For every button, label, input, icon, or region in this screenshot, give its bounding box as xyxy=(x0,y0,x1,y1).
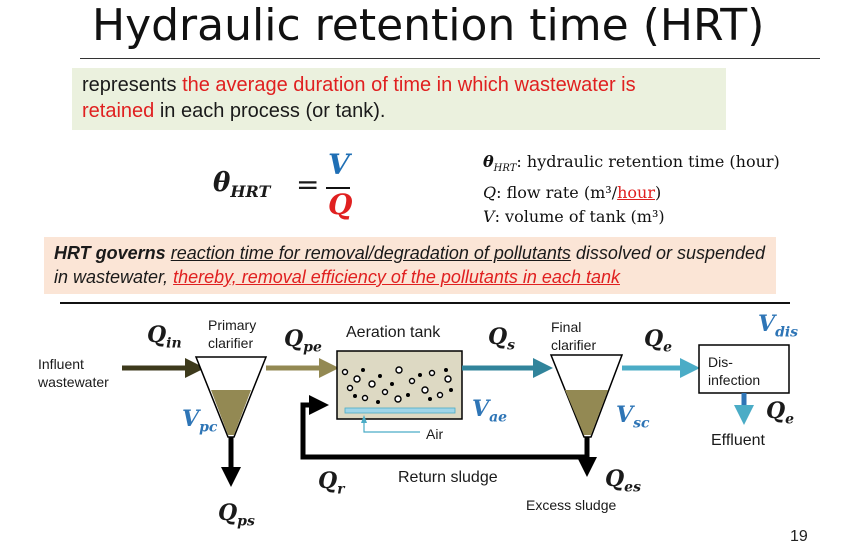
symbol-q-s: Qs xyxy=(488,324,515,353)
formula-numerator: V xyxy=(328,148,350,181)
legend-q-desc: : flow rate (m³/ xyxy=(496,183,618,203)
symbol-q-e: Qe xyxy=(644,326,672,355)
final-line2: clarifier xyxy=(551,337,597,353)
influent-label: Influent wastewater xyxy=(38,355,109,391)
air-supply-line xyxy=(361,415,420,433)
formula-denominator: Q xyxy=(328,188,353,221)
symbol-q-pe-letter: Q xyxy=(284,326,304,352)
title-underline xyxy=(80,58,820,59)
symbol-q-s-letter: Q xyxy=(488,324,508,350)
air-label: Air xyxy=(426,426,444,442)
governs-red-underlined: thereby, removal efficiency of the pollu… xyxy=(173,267,620,287)
symbol-q-es-letter: Q xyxy=(605,466,625,492)
symbol-q-s-sub: s xyxy=(507,337,516,354)
symbol-q-es: Qes xyxy=(605,466,641,495)
legend-q-close: ) xyxy=(654,183,662,203)
disinfection-label: Dis-infection xyxy=(708,353,760,389)
effluent-label: Effluent xyxy=(711,432,765,449)
formula-equals: = xyxy=(296,168,320,201)
symbol-q-in: Qin xyxy=(147,322,182,351)
page-number: 19 xyxy=(790,528,808,545)
governs-underlined: reaction time for removal/degradation of… xyxy=(170,243,571,263)
symbol-v-sc-letter: V xyxy=(616,402,634,428)
legend-q: Q: flow rate (m³/hour) xyxy=(483,181,780,205)
definition-highlight-1: the average duration of time in which wa… xyxy=(182,74,636,96)
symbol-q-r-letter: Q xyxy=(318,468,338,494)
disinfection-line2: infection xyxy=(708,372,761,388)
primary-line1: Primary xyxy=(208,317,257,333)
governs-plain: dissolved or suspended in wastewater, xyxy=(54,243,766,287)
return-sludge-arrow xyxy=(300,395,587,460)
symbol-q-r-sub: r xyxy=(337,481,345,498)
governs-text: HRT governs reaction time for removal/de… xyxy=(54,241,774,289)
legend-hrt-sub: HRT xyxy=(493,163,517,175)
final-clarifier-label: Final clarifier xyxy=(551,318,596,354)
primary-line2: clarifier xyxy=(208,335,254,351)
influent-line2: wastewater xyxy=(38,374,109,390)
symbol-v-ae: Vae xyxy=(472,396,507,425)
symbol-v-pc-sub: pc xyxy=(199,419,218,436)
influent-line1: Influent xyxy=(38,356,84,372)
symbol-v-dis: Vdis xyxy=(758,311,798,340)
legend-q-symbol: Q xyxy=(483,183,497,203)
symbol-q-r: Qr xyxy=(318,468,345,497)
symbol-q-e-effluent: Qe xyxy=(766,398,794,427)
symbol-v-ae-letter: V xyxy=(472,396,490,422)
section-divider xyxy=(60,302,790,304)
legend-hrt-symbol: θ xyxy=(483,152,494,171)
formula-theta: θ xyxy=(213,168,231,198)
slide-title: Hydraulic retention time (HRT) xyxy=(92,0,765,51)
aeration-bubbles xyxy=(341,366,452,403)
symbol-v-pc: Vpc xyxy=(182,406,217,435)
legend-q-time-unit: hour xyxy=(617,183,655,203)
symbol-q-pe: Qpe xyxy=(284,326,322,355)
final-settled-sludge xyxy=(565,390,608,435)
disinfection-line1: Dis- xyxy=(708,354,733,370)
aeration-floc xyxy=(353,368,453,404)
legend-v-desc: : volume of tank (m³) xyxy=(494,207,665,227)
primary-clarifier-label: Primary clarifier xyxy=(208,316,256,352)
symbol-q-es-sub: es xyxy=(624,479,641,496)
symbol-q-pe-sub: pe xyxy=(303,339,322,356)
formula-lhs-subscript: HRT xyxy=(230,182,271,202)
symbol-q-in-letter: Q xyxy=(147,322,167,348)
symbol-q-in-sub: in xyxy=(166,335,182,352)
definition-highlight-2: retained xyxy=(82,100,155,122)
variable-legend: θHRT: hydraulic retention time (hour) Q:… xyxy=(483,150,780,229)
formula-lhs: θHRT xyxy=(213,168,270,201)
definition-suffix: in each process (or tank). xyxy=(154,100,386,122)
definition-box xyxy=(72,68,726,130)
symbol-q-ps-letter: Q xyxy=(218,500,238,526)
symbol-v-dis-sub: dis xyxy=(775,324,799,341)
governs-box xyxy=(44,237,776,294)
governs-bold: HRT governs xyxy=(54,243,171,263)
aeration-tank-label: Aeration tank xyxy=(346,324,441,341)
definition-text: represents the average duration of time … xyxy=(82,72,722,124)
legend-v: V: volume of tank (m³) xyxy=(483,205,780,229)
symbol-v-dis-letter: V xyxy=(758,311,776,337)
legend-hrt: θHRT: hydraulic retention time (hour) xyxy=(483,150,780,181)
symbol-q-ps: Qps xyxy=(218,500,255,529)
excess-sludge-label: Excess sludge xyxy=(526,497,617,513)
definition-prefix: represents xyxy=(82,74,183,96)
return-sludge-label: Return sludge xyxy=(398,469,498,486)
symbol-q-e-sub: e xyxy=(663,339,673,356)
disinfection-box xyxy=(698,344,790,394)
formula-fraction-bar xyxy=(326,187,350,189)
symbol-v-sc: Vsc xyxy=(616,402,649,431)
symbol-q-ps-sub: ps xyxy=(237,513,255,530)
hrt-formula: θHRT = V Q xyxy=(213,148,363,224)
primary-settled-sludge xyxy=(211,390,251,435)
symbol-v-sc-sub: sc xyxy=(633,415,650,432)
legend-hrt-desc: : hydraulic retention time (hour) xyxy=(516,152,780,171)
symbol-q-e-letter: Q xyxy=(644,326,664,352)
legend-v-symbol: V xyxy=(483,207,495,227)
final-line1: Final xyxy=(551,319,582,335)
symbol-q-e2-letter: Q xyxy=(766,398,786,424)
symbol-v-ae-sub: ae xyxy=(489,409,508,426)
air-diffuser xyxy=(344,407,456,414)
symbol-v-pc-letter: V xyxy=(182,406,200,432)
symbol-q-e2-sub: e xyxy=(785,411,795,428)
